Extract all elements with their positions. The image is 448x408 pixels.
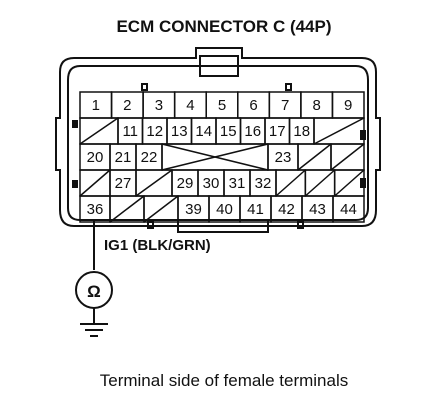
blank-terminal-hatch — [143, 195, 179, 223]
blank-terminal-hatch — [304, 169, 336, 197]
blank-terminal-hatch — [79, 169, 111, 197]
blank-terminal-hatch — [135, 169, 173, 197]
terminal-number: 9 — [344, 97, 352, 114]
terminal-number: 30 — [203, 175, 220, 192]
blank-terminal-hatch — [297, 143, 332, 171]
terminal-number: 36 — [87, 201, 104, 218]
terminal-number: 11 — [122, 123, 138, 140]
terminal-number: 4 — [186, 97, 194, 114]
right-clip-bottom — [360, 178, 366, 188]
terminal-number: 21 — [115, 149, 132, 166]
terminal-number: 40 — [216, 201, 233, 218]
terminal-number: 41 — [247, 201, 264, 218]
ohm-icon: Ω — [87, 282, 101, 301]
diagram-caption: Terminal side of female terminals — [100, 371, 348, 390]
blank-terminal-hatch — [313, 117, 365, 145]
terminal-number: 14 — [195, 123, 212, 140]
terminal-number: 32 — [255, 175, 272, 192]
terminal-number: 15 — [220, 123, 237, 140]
terminal-number: 13 — [171, 123, 188, 140]
terminal-number: 42 — [278, 201, 295, 218]
blank-terminal-hatch — [334, 169, 365, 197]
terminal-number: 31 — [229, 175, 246, 192]
left-clip-top — [72, 120, 78, 128]
terminal-number: 22 — [141, 149, 158, 166]
terminal-number: 17 — [269, 123, 286, 140]
terminal-number: 8 — [312, 97, 320, 114]
terminal-number: 6 — [249, 97, 257, 114]
blank-terminal-hatch — [330, 143, 365, 171]
connector-housing — [55, 47, 381, 229]
right-clip-top — [360, 130, 366, 140]
terminal-number: 43 — [309, 201, 326, 218]
blank-terminal-hatch — [109, 195, 145, 223]
terminal-number: 12 — [146, 123, 163, 140]
terminal-number: 23 — [275, 149, 292, 166]
terminal-number: 44 — [340, 201, 357, 218]
wire-label: IG1 (BLK/GRN) — [104, 237, 211, 254]
terminal-number: 7 — [281, 97, 289, 114]
terminal-number: 39 — [185, 201, 202, 218]
terminal-number: 27 — [115, 175, 132, 192]
diagram-title: ECM CONNECTOR C (44P) — [116, 17, 331, 36]
terminal-number: 5 — [218, 97, 226, 114]
terminal-number: 1 — [92, 97, 100, 114]
terminal-number: 2 — [123, 97, 131, 114]
terminal-number: 3 — [155, 97, 163, 114]
terminal-number: 20 — [87, 149, 104, 166]
terminal-number: 16 — [244, 123, 261, 140]
blank-terminal-hatch — [79, 117, 119, 145]
blank-terminal-hatch — [275, 169, 306, 197]
left-clip-bottom — [72, 180, 78, 188]
terminal-number: 18 — [293, 123, 310, 140]
ground-icon — [80, 323, 108, 337]
terminal-cell — [332, 195, 365, 223]
terminal-number: 29 — [177, 175, 194, 192]
connector-key-tab — [177, 220, 269, 233]
